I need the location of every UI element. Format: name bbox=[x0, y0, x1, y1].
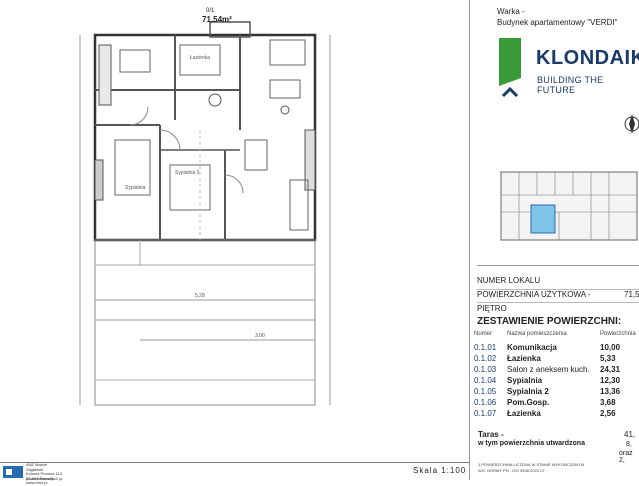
terrace-sub-value: 8, bbox=[626, 441, 632, 448]
row-number: 0.1.03 bbox=[474, 365, 497, 374]
unit-area: 71,54m² bbox=[202, 15, 232, 24]
terrace-value: 41, bbox=[624, 430, 636, 439]
dimension-label: 5,28 bbox=[195, 293, 205, 299]
office-name2: Zagłański bbox=[26, 466, 44, 472]
row-area: 10,00 bbox=[600, 343, 621, 352]
col-nazwa: Nazwa pomieszczenia bbox=[507, 331, 567, 337]
row-area: 3,68 bbox=[600, 398, 616, 407]
office-logo-icon bbox=[3, 466, 23, 478]
row-area: 24,31 bbox=[600, 365, 621, 374]
row-number: 0.1.01 bbox=[474, 343, 497, 352]
panel-divider bbox=[469, 0, 470, 480]
row-name: Sypialnia bbox=[507, 376, 543, 385]
row-name: Pom.Gosp. bbox=[507, 398, 550, 407]
row-number: 0.1.06 bbox=[474, 398, 497, 407]
office-web: www.4mz.pl bbox=[26, 480, 48, 485]
row-name: Łazienka bbox=[507, 354, 541, 363]
row-number: 0.1.05 bbox=[474, 387, 497, 396]
numer-lokalu-label: NUMER LOKALU bbox=[477, 276, 541, 285]
pietro-label: PIĘTRO bbox=[477, 304, 507, 313]
row-name: Salon z aneksem kuch. bbox=[507, 365, 590, 374]
table-title: ZESTAWIENIE POWIERZCHNI: bbox=[477, 316, 622, 327]
floor-plan-drawing bbox=[79, 21, 331, 406]
unit-code: 0/1 bbox=[206, 8, 215, 14]
terrace-sub-label: w tym powierzchnia utwardzona bbox=[478, 440, 585, 447]
plan-room-label: Sypialnia 2 bbox=[175, 170, 200, 176]
row-name: Komunikacja bbox=[507, 343, 557, 352]
scale-label: Skala 1:100 bbox=[413, 466, 467, 475]
klondaik-logo-icon bbox=[499, 38, 521, 98]
table-row: 0.1.07 Łazienka 2,56 bbox=[474, 408, 639, 419]
building-title: Budynek apartamentowy "VERDI" bbox=[497, 18, 618, 27]
table-row: 0.1.04 Sypialnia 12,30 bbox=[474, 375, 639, 386]
col-numer: Numer bbox=[474, 331, 493, 337]
footnote-line1: 1.POWIERZCHNIA LICZONA W STANIE WYKOŃCZO… bbox=[478, 462, 585, 467]
table-row: 0.1.01 Komunikacja 10,00 bbox=[474, 342, 639, 353]
logo-tagline: BUILDING THE FUTURE bbox=[537, 75, 604, 95]
table-row: 0.1.03 Salon z aneksem kuch. 24,31 bbox=[474, 364, 639, 375]
row-name: Sypialnia 2 bbox=[507, 387, 549, 396]
row-area: 13,36 bbox=[600, 387, 621, 396]
office-postal: 26-803 Promna bbox=[26, 475, 54, 481]
powierzchnia-value: 71,5 bbox=[624, 290, 639, 299]
table-row: 0.1.02 Łazienka 5,33 bbox=[474, 353, 639, 364]
row-number: 0.1.04 bbox=[474, 376, 497, 385]
office-info: 4MZ Marcin Zagłański Kolonia Promna 113 … bbox=[26, 462, 62, 486]
terrace-label: Taras - bbox=[478, 430, 504, 439]
powierzchnia-label: POWIERZCHNIA UŻYTKOWA - bbox=[477, 290, 591, 299]
office-address: Kolonia Promna 113 bbox=[26, 471, 62, 476]
logo-name: KLONDAIK bbox=[536, 47, 639, 69]
col-powierzchnia: Powierzchnia bbox=[600, 331, 636, 337]
city-title: Warka - bbox=[497, 7, 525, 16]
compass-icon bbox=[624, 114, 639, 134]
table-row: 0.1.05 Sypialnia 2 13,36 bbox=[474, 386, 639, 397]
dimension-label: 3,00 bbox=[255, 333, 265, 339]
plan-room-label: Łazienka bbox=[190, 55, 211, 61]
row-area: 2,56 bbox=[600, 409, 616, 418]
row-number: 0.1.02 bbox=[474, 354, 497, 363]
footer-divider bbox=[0, 462, 470, 463]
office-email: pracowniamz@o2.pl bbox=[26, 476, 63, 481]
office-name: 4MZ Marcin bbox=[26, 462, 48, 467]
row-name: Łazienka bbox=[507, 409, 541, 418]
footnote-line2: WG. NORMY PN - ISO 9836:2022-07. bbox=[478, 468, 546, 473]
row-area: 12,30 bbox=[600, 376, 621, 385]
terrace-extra: oraz 2, bbox=[619, 450, 633, 464]
table-row: 0.1.06 Pom.Gosp. 3,68 bbox=[474, 397, 639, 408]
row-area: 5,33 bbox=[600, 354, 616, 363]
plan-room-label: Sypialnia bbox=[125, 185, 146, 191]
building-key-plan bbox=[500, 171, 638, 241]
row-number: 0.1.07 bbox=[474, 409, 497, 418]
